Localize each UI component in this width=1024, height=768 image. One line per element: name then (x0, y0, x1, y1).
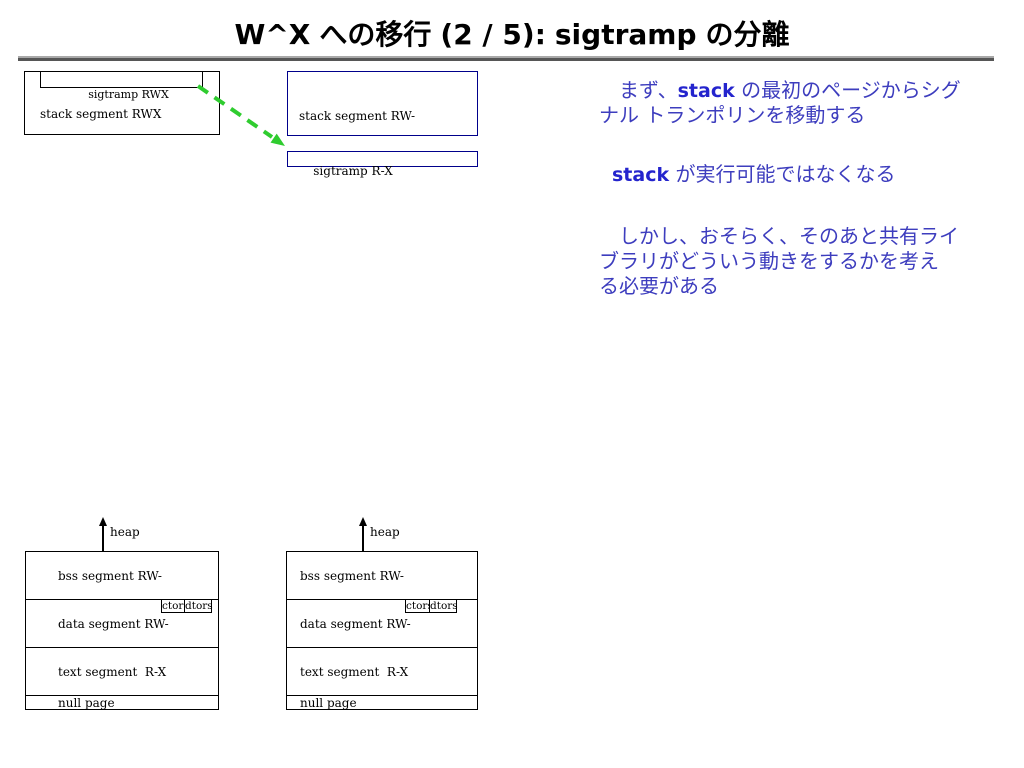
note-line: ナル トランポリンを移動する (599, 103, 1024, 128)
heap-arrow-icon (359, 517, 367, 526)
note-paragraph-3: しかし、おそらく、そのあと共有ライ ブラリがどういう動きをするかを考え る必要が… (599, 224, 1024, 299)
note-text: ナル トランポリンを移動する (599, 103, 866, 127)
memory-map-left: bss segment RW- data segment RW- text se… (25, 551, 219, 710)
text-section: text segment R-X (26, 647, 218, 695)
note-text: の最初のページからシグ (734, 78, 961, 102)
note-paragraph-2: stack が実行可能ではなくなる (599, 162, 1024, 187)
stack-segment-rwx-label: stack segment RWX (40, 107, 162, 121)
note-text: しかし、おそらく、そのあと共有ライ (619, 224, 959, 248)
title-jp-1: への移行 (319, 18, 432, 51)
dtors-box: dtors (184, 599, 213, 613)
sigtramp-rwx-box: sigtramp RWX (40, 71, 203, 101)
note-text: が実行可能ではなくなる (669, 162, 896, 186)
data-section: data segment RW- (287, 599, 477, 647)
null-page-section: null page (287, 695, 477, 710)
sigtramp-rwx-label: sigtramp RWX (88, 88, 169, 101)
note-line: しかし、おそらく、そのあと共有ライ (599, 224, 1024, 249)
new-stack-box (287, 71, 478, 136)
note-line: まず、stack の最初のページからシグ (599, 78, 1024, 103)
note-line: stack が実行可能ではなくなる (599, 162, 1024, 187)
note-text: まず、 (619, 78, 678, 102)
stack-segment-rw-label: stack segment RW- (299, 109, 416, 123)
heap-label: heap (110, 525, 140, 539)
data-section: data segment RW- (26, 599, 218, 647)
note-text: ブラリがどういう動きをするかを考え (599, 249, 939, 273)
note-line: ブラリがどういう動きをするかを考え (599, 249, 1024, 274)
sigtramp-rx-box: sigtramp R-X (287, 151, 478, 178)
bss-section: bss segment RW- (300, 568, 404, 583)
title-divider (18, 56, 994, 61)
heap-label: heap (370, 525, 400, 539)
note-code-stack: stack (677, 80, 735, 102)
title-wx: W^X (234, 18, 311, 51)
ctors-box: ctors (161, 599, 189, 613)
note-code-stack: stack (612, 164, 670, 186)
memory-map-middle: bss segment RW- data segment RW- text se… (286, 551, 478, 710)
note-paragraph-1: まず、stack の最初のページからシグ ナル トランポリンを移動する (599, 78, 1024, 128)
heap-arrow-line (102, 526, 104, 551)
title-page-number: (2 / 5): (440, 18, 546, 51)
text-section: text segment R-X (287, 647, 477, 695)
heap-arrow-icon (99, 517, 107, 526)
sigtramp-move-arrow-icon (196, 84, 285, 146)
note-line: る必要がある (599, 274, 1024, 299)
title-jp-2: の分離 (705, 18, 790, 51)
ctors-box: ctors (405, 599, 433, 613)
note-text: る必要がある (599, 274, 719, 298)
sigtramp-rx-label: sigtramp R-X (313, 164, 393, 178)
dtors-box: dtors (429, 599, 458, 613)
title-sigtramp: sigtramp (554, 18, 697, 51)
bss-section: bss segment RW- (58, 568, 162, 583)
null-page-section: null page (26, 695, 218, 710)
heap-arrow-line (362, 526, 364, 551)
